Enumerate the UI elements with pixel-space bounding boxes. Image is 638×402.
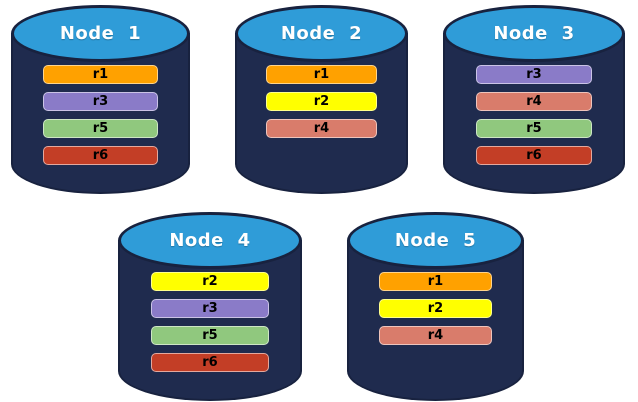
replica-bar-r5: r5	[475, 119, 593, 138]
database-node-5: Node 5 r1 r2 r4	[347, 212, 524, 401]
replica-list: r1 r2 r4	[266, 65, 377, 138]
replica-bar-r6: r6	[43, 146, 158, 165]
replica-list: r3 r4 r5 r6	[475, 65, 593, 165]
replica-bar-r3: r3	[475, 65, 593, 84]
replica-bar-r1: r1	[266, 65, 377, 84]
cylinder-top-ellipse	[347, 212, 524, 269]
replica-bar-r6: r6	[475, 146, 593, 165]
database-node-3: Node 3 r3 r4 r5 r6	[443, 5, 625, 194]
database-node-1: Node 1 r1 r3 r5 r6	[11, 5, 190, 194]
replica-bar-r3: r3	[43, 92, 158, 111]
node-title: Node 1	[59, 23, 142, 44]
node-title: Node 3	[493, 23, 575, 44]
replica-bar-r5: r5	[43, 119, 158, 138]
replica-bar-r4: r4	[475, 92, 593, 111]
node-title: Node 5	[394, 230, 477, 251]
replica-list: r2 r3 r5 r6	[151, 272, 269, 372]
replica-bar-r6: r6	[151, 353, 269, 372]
replica-bar-r2: r2	[378, 299, 493, 318]
replica-bar-r1: r1	[378, 272, 493, 291]
replica-list: r1 r3 r5 r6	[43, 65, 158, 165]
database-node-4: Node 4 r2 r3 r5 r6	[118, 212, 302, 401]
replica-bar-r5: r5	[151, 326, 269, 345]
cylinder-top-ellipse	[118, 212, 302, 269]
replica-list: r1 r2 r4	[378, 272, 493, 345]
replica-bar-r3: r3	[151, 299, 269, 318]
database-node-2: Node 2 r1 r2 r4	[235, 5, 408, 194]
replica-bar-r4: r4	[266, 119, 377, 138]
cylinder-top-ellipse	[235, 5, 408, 62]
replica-bar-r2: r2	[266, 92, 377, 111]
cylinder-top-ellipse	[443, 5, 625, 62]
replica-bar-r2: r2	[151, 272, 269, 291]
cylinder-top-ellipse	[11, 5, 190, 62]
node-title: Node 2	[280, 23, 363, 44]
replica-bar-r1: r1	[43, 65, 158, 84]
node-title: Node 4	[169, 230, 251, 251]
replica-bar-r4: r4	[378, 326, 493, 345]
